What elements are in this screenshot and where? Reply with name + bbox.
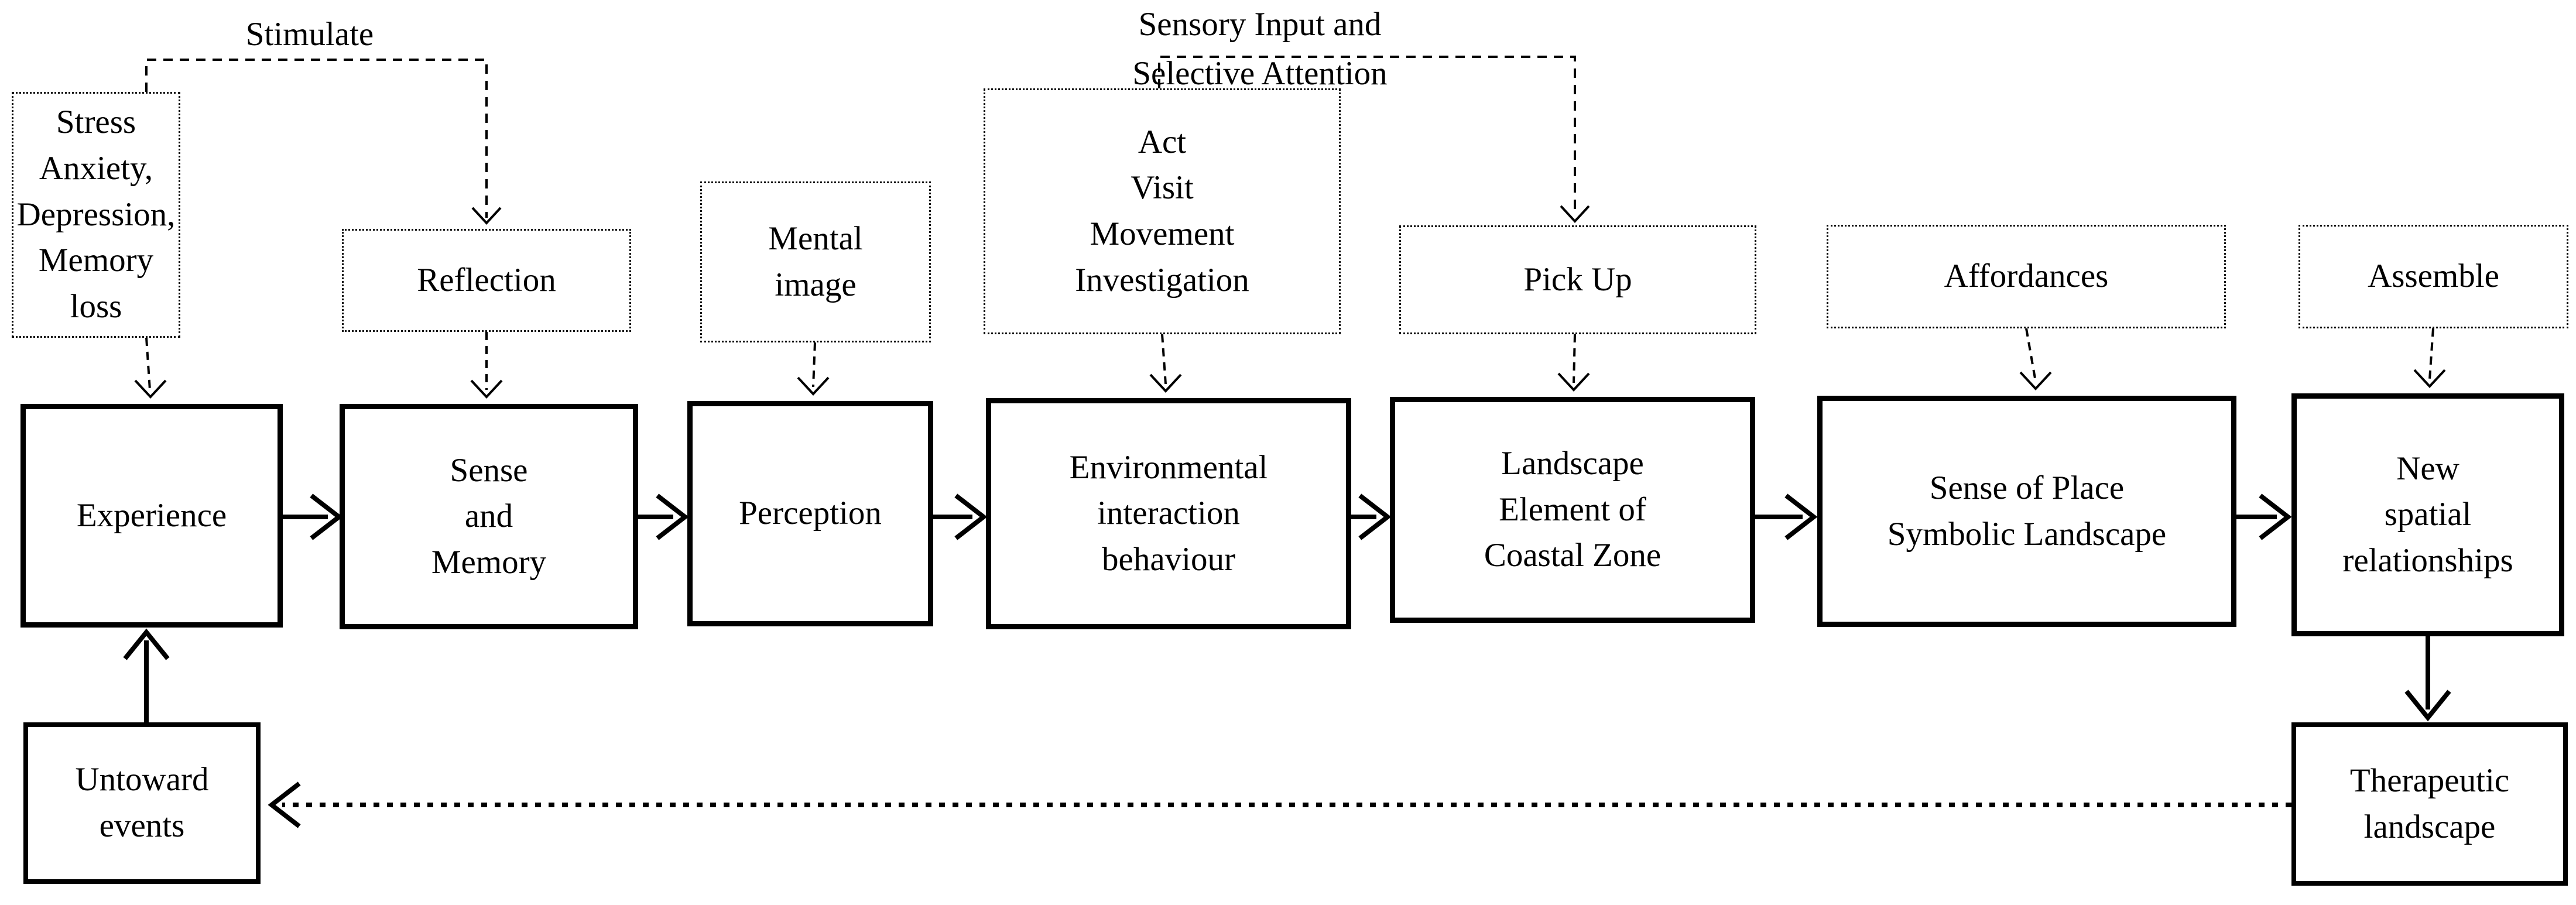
affordances-box: Affordances [1827, 225, 2226, 328]
arrow-landscape-to-sense-of-place [1755, 493, 1818, 540]
stimulate-label: Stimulate [245, 16, 374, 53]
sense-and-memory-box: Sense and Memory [340, 404, 638, 629]
arrow-untoward-to-experience [123, 628, 170, 722]
perception-box: Perception [687, 401, 933, 626]
environmental-interaction-box: Environmental interaction behaviour [986, 398, 1351, 629]
arrow-assemble-to-new-spatial [2413, 328, 2446, 388]
arrow-sense-memory-to-perception [638, 493, 689, 540]
pick-up-box: Pick Up [1399, 225, 1756, 334]
therapeutic-landscape-box: Therapeutic landscape [2291, 722, 2568, 886]
stimulate-connector [145, 59, 502, 225]
stress-anxiety-box: Stress Anxiety, Depression, Memory loss [12, 92, 180, 338]
arrow-environmental-to-landscape [1351, 493, 1392, 540]
arrow-affordances-to-sense-of-place [2019, 328, 2052, 390]
assemble-box: Assemble [2298, 225, 2568, 328]
untoward-events-box: Untoward events [23, 722, 261, 884]
reflection-box: Reflection [342, 229, 631, 332]
sensory-input-label: Sensory Input and Selective Attention [1132, 6, 1388, 92]
new-spatial-relationships-box: New spatial relationships [2291, 393, 2564, 636]
arrow-new-spatial-to-therapeutic [2404, 636, 2451, 722]
arrow-mental-image-to-perception [797, 342, 830, 396]
landscape-element-box: Landscape Element of Coastal Zone [1390, 397, 1755, 623]
arrow-therapeutic-to-untoward [268, 781, 2291, 828]
arrow-experience-to-sense-memory [283, 493, 343, 540]
sense-of-place-box: Sense of Place Symbolic Landscape [1817, 396, 2236, 627]
arrow-perception-to-environmental [933, 493, 988, 540]
act-visit-movement-box: Act Visit Movement Investigation [984, 88, 1341, 334]
arrow-stress-to-experience [134, 337, 167, 399]
experience-box: Experience [20, 404, 283, 628]
sensory-input-connector [1158, 56, 1590, 223]
mental-image-box: Mental image [700, 181, 931, 342]
arrow-act-to-environmental [1149, 334, 1182, 393]
arrow-reflection-to-sense-memory [470, 332, 503, 399]
arrow-pickup-to-landscape [1557, 334, 1590, 392]
arrow-sense-of-place-to-new-spatial [2236, 493, 2292, 540]
